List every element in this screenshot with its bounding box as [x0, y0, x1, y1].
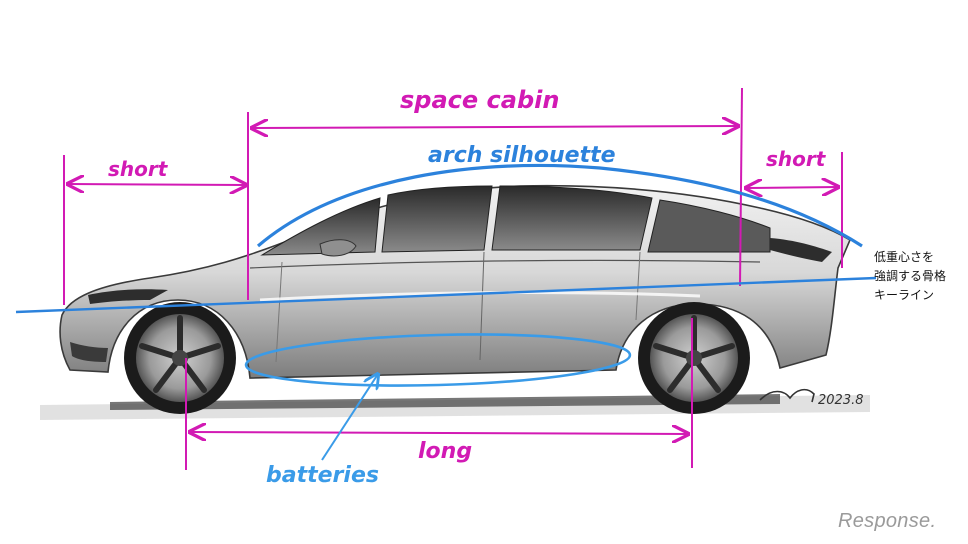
car-body: [59, 184, 852, 379]
short-rear-arrow: [746, 187, 838, 188]
short-front-label: short: [108, 157, 169, 181]
artist-signature: [759, 388, 815, 403]
battery-ellipse: [244, 333, 632, 387]
long-arrow: [190, 432, 688, 434]
dimension-guides: [63, 87, 843, 470]
battery-pointer-arrow: [321, 374, 378, 461]
sketch-date: 2023.8: [818, 393, 864, 408]
space-cabin-arrow: [252, 126, 738, 128]
front-wheel: [124, 302, 236, 414]
response-logo: Response.: [838, 510, 937, 532]
arch-silhouette-label: arch silhouette: [428, 143, 616, 168]
short-front-arrow: [68, 184, 246, 185]
note-line: 低重心さを: [874, 250, 935, 264]
note-line: 強調する骨格: [874, 269, 947, 283]
rear-wheel: [638, 302, 750, 414]
arch-silhouette-curve: [256, 163, 863, 248]
space-cabin-label: space cabin: [400, 86, 559, 114]
key-line-note: 低重心さを 強調する骨格 キーライン: [874, 248, 946, 305]
low-center-key-line: [15, 276, 877, 314]
short-rear-label: short: [766, 147, 827, 171]
note-line: キーライン: [874, 288, 935, 302]
batteries-label: batteries: [266, 463, 379, 488]
long-label: long: [418, 439, 472, 464]
